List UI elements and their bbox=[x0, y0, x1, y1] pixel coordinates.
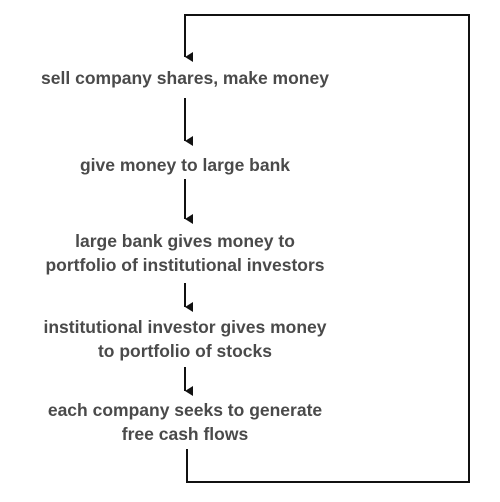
step-text: to portfolio of stocks bbox=[97, 341, 273, 361]
step-give-money-bank: give money to large bank bbox=[0, 153, 370, 177]
step-sell-shares: sell company shares, make money bbox=[0, 66, 370, 90]
step-text: institutional investor gives money bbox=[43, 317, 327, 337]
step-text: large bank gives money to bbox=[75, 231, 295, 251]
step-text: portfolio of institutional investors bbox=[45, 255, 325, 275]
step-text: each company seeks to generate bbox=[47, 400, 323, 420]
step-text: sell company shares, make money bbox=[41, 68, 329, 88]
step-company-cash-flows: each company seeks to generate free cash… bbox=[0, 398, 370, 446]
step-text: free cash flows bbox=[121, 424, 249, 444]
step-text: give money to large bank bbox=[79, 155, 291, 175]
step-bank-to-institutional: large bank gives money to portfolio of i… bbox=[0, 229, 370, 277]
step-institutional-to-stocks: institutional investor gives money to po… bbox=[0, 315, 370, 363]
feedback-loop-connector bbox=[184, 14, 470, 483]
